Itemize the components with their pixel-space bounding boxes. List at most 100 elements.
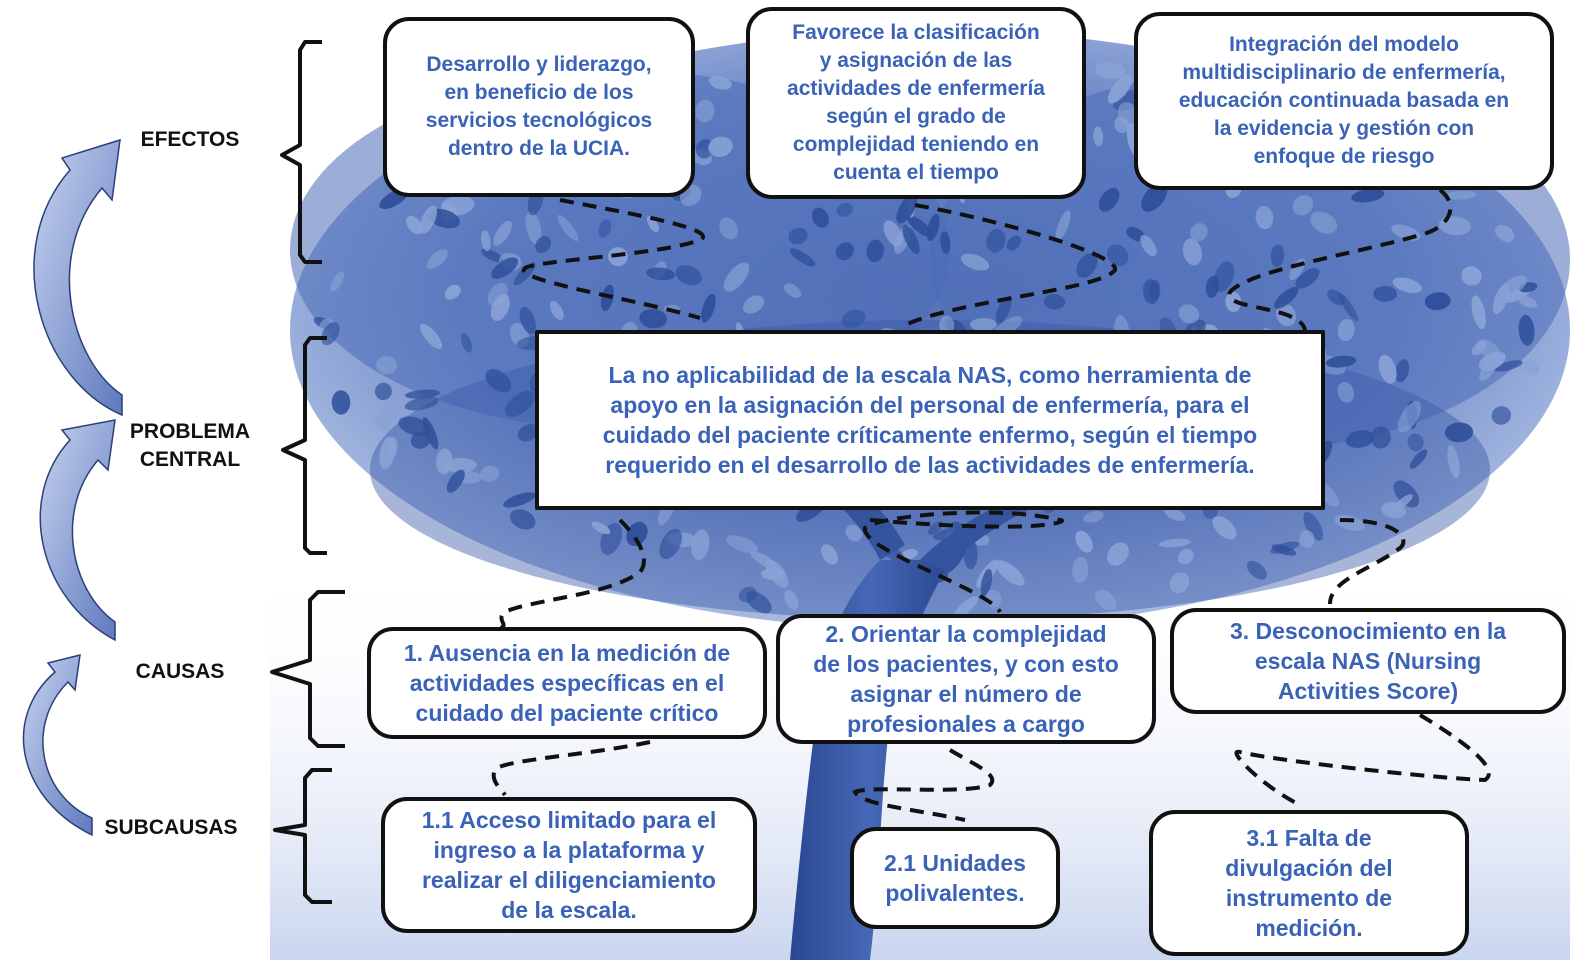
leaf xyxy=(940,231,951,255)
leaf xyxy=(695,99,715,123)
leaf xyxy=(788,227,808,245)
leaf xyxy=(841,309,866,328)
leaf xyxy=(907,215,933,238)
connector-sub-1 xyxy=(491,740,651,797)
leaf xyxy=(995,560,1025,586)
bracket-subcausas xyxy=(273,768,332,904)
effect-text-1: Desarrollo y liderazgo, en beneficio de … xyxy=(425,53,653,160)
leaf xyxy=(1270,541,1300,554)
subcause-box-2: 2.1 Unidades polivalentes. xyxy=(850,827,1060,929)
leaf xyxy=(1351,188,1385,203)
leaf xyxy=(1190,223,1208,242)
arrow-up-icon xyxy=(22,654,93,837)
leaf xyxy=(1076,253,1098,278)
leaf xyxy=(525,211,542,245)
leaf xyxy=(901,548,918,560)
leaf xyxy=(1395,359,1410,383)
cause-box-1: 1. Ausencia en la medición de actividade… xyxy=(367,627,767,739)
effect-text-3: Integración del modelo multidisciplinari… xyxy=(1178,33,1510,168)
connector-sub-2 xyxy=(852,748,995,822)
central-problem-box: La no aplicabilidad de la escala NAS, co… xyxy=(535,330,1325,510)
label-efectos: EFECTOS xyxy=(140,128,240,151)
leaf xyxy=(883,220,903,247)
subcause-text-1: 1.1 Acceso limitado para el ingreso a la… xyxy=(421,807,717,923)
bracket-causas xyxy=(270,590,345,748)
leaf xyxy=(1095,62,1126,79)
brackets xyxy=(270,40,345,904)
leaf xyxy=(789,248,816,267)
leaf xyxy=(1126,226,1145,242)
arrow-up-icon xyxy=(33,138,123,417)
leaf xyxy=(398,416,431,437)
leaf xyxy=(1182,238,1202,266)
leaf xyxy=(708,75,732,90)
leaf xyxy=(750,551,778,570)
leaf xyxy=(708,136,733,157)
leaf xyxy=(519,306,536,335)
leaf xyxy=(1337,318,1355,342)
leaf xyxy=(646,267,676,281)
leaf xyxy=(1495,225,1515,242)
leaf xyxy=(460,332,473,353)
cause-box-2: 2. Orientar la complejidad de los pacien… xyxy=(776,614,1156,744)
leaf xyxy=(1518,296,1538,308)
leaf xyxy=(420,323,443,350)
leaf xyxy=(517,423,539,442)
leaf xyxy=(723,262,750,292)
cause-text-1: 1. Ausencia en la medición de actividade… xyxy=(403,640,731,726)
leaf xyxy=(410,431,431,449)
connector-sub-3 xyxy=(1234,713,1491,807)
label-causas: CAUSAS xyxy=(135,660,225,683)
leaf xyxy=(1043,294,1066,310)
leaf xyxy=(743,295,765,314)
leaf xyxy=(835,242,854,261)
leaf xyxy=(435,448,453,475)
effect-text-2: Favorece la clasificación y asignación d… xyxy=(787,21,1045,184)
leaf xyxy=(626,521,648,547)
label-subcausas: SUBCAUSAS xyxy=(104,816,238,839)
leaf xyxy=(1205,275,1220,298)
leaf xyxy=(896,193,918,224)
leaf xyxy=(591,521,611,535)
subcause-box-1: 1.1 Acceso limitado para el ingreso a la… xyxy=(381,797,757,933)
bracket-efectos xyxy=(280,40,322,264)
leaf xyxy=(1345,430,1375,448)
leaf xyxy=(481,248,503,263)
leaf xyxy=(986,228,1006,253)
leaf xyxy=(659,528,683,560)
leaf xyxy=(1164,507,1186,522)
leaf xyxy=(377,406,392,427)
leaf xyxy=(1295,268,1320,289)
leaf xyxy=(480,465,499,482)
connector-effect-1 xyxy=(521,198,705,320)
leaf xyxy=(845,524,863,542)
leaf xyxy=(1499,275,1528,297)
leaf xyxy=(1373,285,1397,302)
leaf xyxy=(1270,244,1285,268)
leaf xyxy=(811,207,829,228)
subcause-box-3: 3.1 Falta de divulgación del instrumento… xyxy=(1149,810,1469,956)
connector-effect-2 xyxy=(904,203,1117,327)
leaf xyxy=(1370,426,1391,449)
leaf xyxy=(480,230,491,252)
leaf xyxy=(902,224,920,255)
leaf xyxy=(1107,74,1133,104)
leaf xyxy=(503,492,536,508)
leaf xyxy=(783,283,802,298)
leaf xyxy=(1140,234,1157,257)
leaf xyxy=(330,271,345,292)
arrow-up-icon xyxy=(39,419,116,642)
leaf xyxy=(493,220,513,246)
leaf xyxy=(374,382,392,401)
connector-cause-3 xyxy=(1328,518,1406,605)
leaf xyxy=(1310,211,1338,234)
effect-box-3: Integración del modelo multidisciplinari… xyxy=(1134,12,1554,190)
leaf xyxy=(691,529,710,561)
leaf xyxy=(1409,449,1428,469)
leaf xyxy=(1274,286,1299,309)
leaf xyxy=(406,215,423,235)
leaf xyxy=(549,300,564,321)
leaf xyxy=(1177,548,1194,565)
leaf xyxy=(1303,511,1324,541)
leaf xyxy=(745,591,772,614)
